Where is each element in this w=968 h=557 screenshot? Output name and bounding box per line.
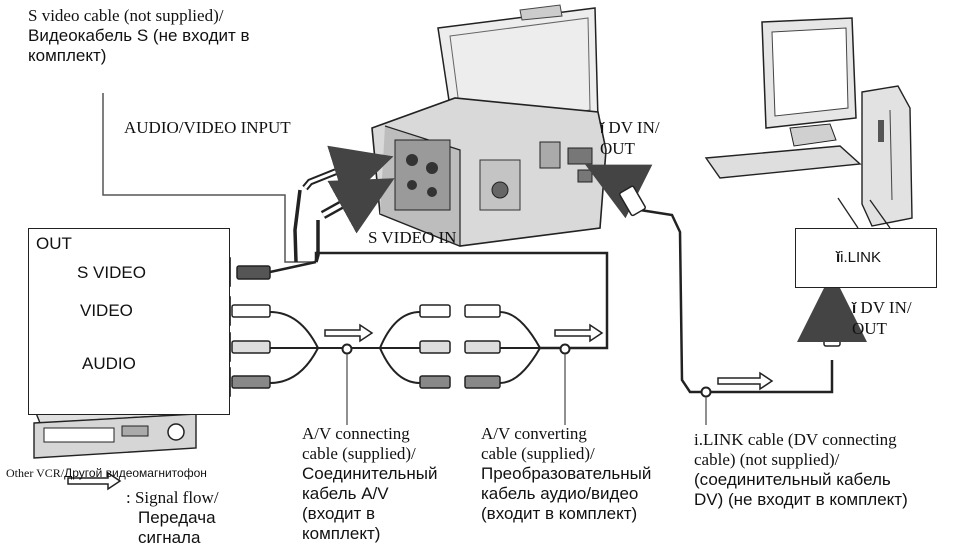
signal-flow-arrow-icon (67, 323, 774, 491)
i-link-cable-label: i.LINK cable (DV connecting cable) (not … (694, 430, 908, 509)
middle-plugs (419, 304, 501, 389)
audio-video-input-label: AUDIO/VIDEO INPUT (124, 118, 291, 137)
dv-in-out-camcorder-label: ǐ DV IN/ OUT (600, 118, 660, 158)
out-s-video-label: S VIDEO (77, 263, 146, 282)
camcorder-icon (371, 4, 607, 247)
signal-flow-legend: : Signal flow/ Передача сигнала (126, 488, 219, 547)
av-connecting-cable-label: A/V connecting cable (supplied)/ Соедини… (302, 424, 438, 543)
computer-icon (704, 17, 913, 227)
i-link-logo-icon: ǐ (600, 120, 605, 137)
other-vcr-label: Other VCR/Другой видеомагнитофон (6, 466, 207, 480)
out-audio-label: AUDIO (82, 354, 136, 373)
s-video-cable-label: S video cable (not supplied)/ Видеокабел… (28, 6, 250, 65)
computer-i-link-port-box (795, 228, 937, 288)
connector-plug-icon (293, 164, 353, 263)
out-video-label: VIDEO (80, 301, 133, 320)
s-video-in-label: S VIDEO IN (368, 228, 457, 247)
out-panel-title: OUT (36, 234, 72, 253)
vcr-out-panel (28, 228, 230, 415)
i-link-port-label: ǐi.LINK (836, 249, 882, 266)
left-plugs (231, 265, 271, 389)
dv-in-out-computer-label: ǐ DV IN/ OUT (852, 298, 912, 338)
av-converting-cable-label: A/V converting cable (supplied)/ Преобра… (481, 424, 652, 523)
